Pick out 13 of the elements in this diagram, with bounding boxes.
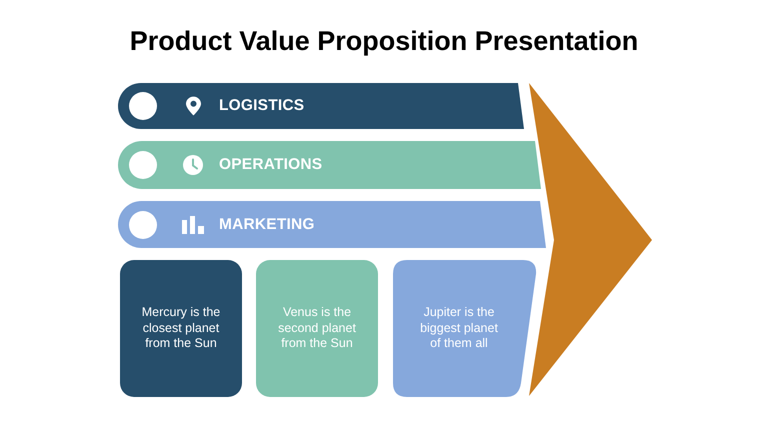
category-band [118,201,546,248]
category-band [118,83,524,129]
description-card [256,260,378,397]
card-text: Venus is the second planet from the Sun [277,305,357,352]
description-card [393,260,537,397]
category-band [118,141,541,189]
title: Product Value Proposition Presentation [128,25,640,58]
description-card [120,260,242,397]
card-text: Mercury is the closest planet from the Sun [140,305,222,352]
band-label: LOGISTICS [219,97,304,115]
band-label: OPERATIONS [219,156,322,174]
card-text: Jupiter is the biggest planet of them all [419,305,499,352]
band-label: MARKETING [219,216,315,234]
